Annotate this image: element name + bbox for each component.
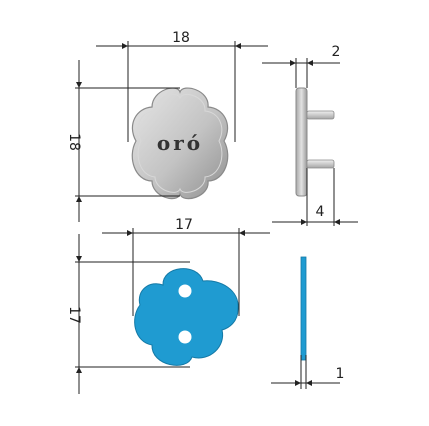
metal-plate-front-view: oró xyxy=(131,87,229,200)
blue-plate-hole-lower xyxy=(178,330,192,344)
dimension-label-top-height: 18 xyxy=(66,133,82,151)
dimension-label-top-width: 18 xyxy=(172,30,190,46)
dimension-label-side-pin-length: 4 xyxy=(316,204,325,220)
blue-plate-hole-upper xyxy=(178,284,192,298)
dimension-top-height: 18 xyxy=(66,60,180,222)
dimension-label-side-thickness: 2 xyxy=(332,44,341,60)
metal-plate-inner-rim xyxy=(137,94,223,193)
dimension-bottom-height: 17 xyxy=(66,234,190,394)
dimension-label-bottom-thickness: 1 xyxy=(336,366,345,382)
blue-plate-side-view xyxy=(300,256,307,361)
side-pin-upper xyxy=(306,110,335,120)
dimension-side-pin-length: 4 xyxy=(272,168,358,226)
dimension-side-thickness: 2 xyxy=(262,44,340,88)
dimension-bottom-thickness: 1 xyxy=(271,355,344,389)
metal-plate-side-view xyxy=(295,87,335,197)
dimension-top-width: 18 xyxy=(96,30,268,142)
dimension-bottom-width: 17 xyxy=(102,217,270,316)
logo-text: oró xyxy=(157,131,203,155)
dimension-label-bottom-height: 17 xyxy=(66,306,82,324)
side-plate-body xyxy=(295,87,308,197)
side-pin-lower xyxy=(306,159,335,169)
metal-plate-shape xyxy=(131,87,229,200)
blue-plate-front-view xyxy=(134,268,239,366)
dimension-label-bottom-width: 17 xyxy=(175,217,193,233)
blue-side-plate-body xyxy=(300,256,307,361)
blue-plate-shape xyxy=(134,268,239,366)
